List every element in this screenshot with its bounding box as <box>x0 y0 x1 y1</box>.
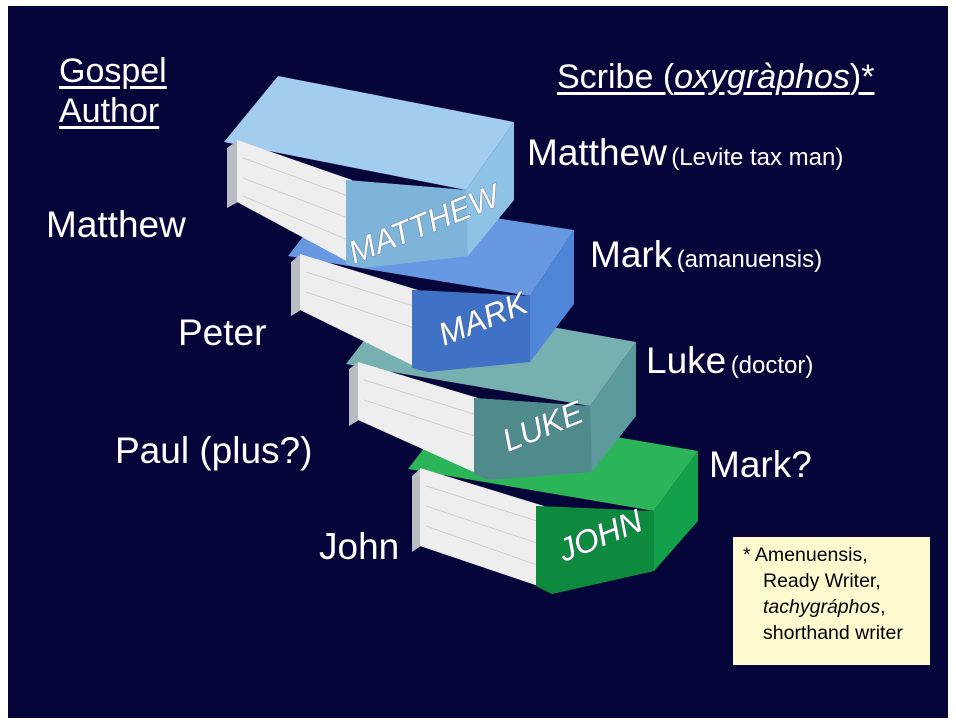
footnote-box: * Amenuensis, Ready Writer, tachygráphos… <box>733 537 930 665</box>
author-matthew: Matthew <box>46 204 186 245</box>
gospel-author-line2: Author <box>59 92 160 130</box>
book-mark-spine-shade <box>412 290 530 372</box>
footnote-line4: shorthand writer <box>763 622 903 644</box>
book-john-page-lines <box>425 485 541 523</box>
scribe-header-prefix: Scribe ( <box>557 58 675 96</box>
gospel-author-line1: Gospel <box>59 52 167 90</box>
book-matthew-page-lines <box>242 157 349 197</box>
gospel-author-header: Gospel Author <box>59 51 167 131</box>
book-stack: JOHN LUKE MARK <box>224 76 698 594</box>
book-matthew-page-lines-2 <box>242 177 349 219</box>
book-luke-page-lines-2 <box>363 399 475 437</box>
book-john-pages <box>412 468 421 552</box>
book-john-page-lines-2 <box>425 505 541 545</box>
author-peter: Peter <box>178 312 267 353</box>
slide: Gospel Author Scribe (oxygràphos)* JOHN <box>8 6 948 718</box>
footnote-line3-suffix: , <box>880 596 886 618</box>
book-matthew-page-block <box>237 140 352 264</box>
footnote-line3: tachygráphos, <box>743 594 924 620</box>
book-john-page-block <box>420 468 544 588</box>
scribe-header-italic: oxygràphos <box>674 58 850 96</box>
book-luke-page-lines <box>363 379 475 415</box>
scribe-matthew-note: (Levite tax man) <box>671 144 844 171</box>
scribe-header: Scribe (oxygràphos)* <box>557 60 874 94</box>
book-mark-page-lines-2 <box>305 291 415 329</box>
book-mark-page-block <box>300 254 418 368</box>
scribe-mark-note: (amanuensis) <box>676 246 823 273</box>
scribe-luke-note: (doctor) <box>730 352 814 379</box>
scribe-john-name: Mark? <box>709 444 812 485</box>
author-paul: Paul (plus?) <box>115 430 313 471</box>
scribe-mark-name: Mark <box>590 234 673 275</box>
author-john: John <box>319 526 400 567</box>
footnote-line3-italic: tachygráphos <box>763 596 881 618</box>
footnote-line1: * Amenuensis, <box>743 544 868 566</box>
book-luke-pages <box>349 362 359 426</box>
footnote-line2: Ready Writer, <box>763 570 881 592</box>
scribe-header-suffix: )* <box>849 58 875 96</box>
book-mark-pages <box>291 254 301 316</box>
book-john-page-lines-3 <box>425 525 541 567</box>
scribe-john: Mark? <box>709 446 812 483</box>
book-matthew: MATTHEW <box>224 76 514 271</box>
book-luke-spine-shade <box>474 398 592 480</box>
book-matthew-top <box>224 76 514 190</box>
scribe-matthew: Matthew (Levite tax man) <box>527 134 843 171</box>
book-matthew-pages <box>227 140 238 208</box>
book-john-spine-shade <box>536 506 654 594</box>
book-matthew-page-lines-3 <box>242 195 349 241</box>
scribe-mark: Mark (amanuensis) <box>590 236 822 273</box>
book-mark-page-lines <box>305 271 415 307</box>
scribe-matthew-name: Matthew <box>527 132 667 173</box>
book-matthew-spine-shade <box>346 180 468 268</box>
scribe-luke-name: Luke <box>646 340 727 381</box>
scribe-luke: Luke (doctor) <box>646 342 813 379</box>
